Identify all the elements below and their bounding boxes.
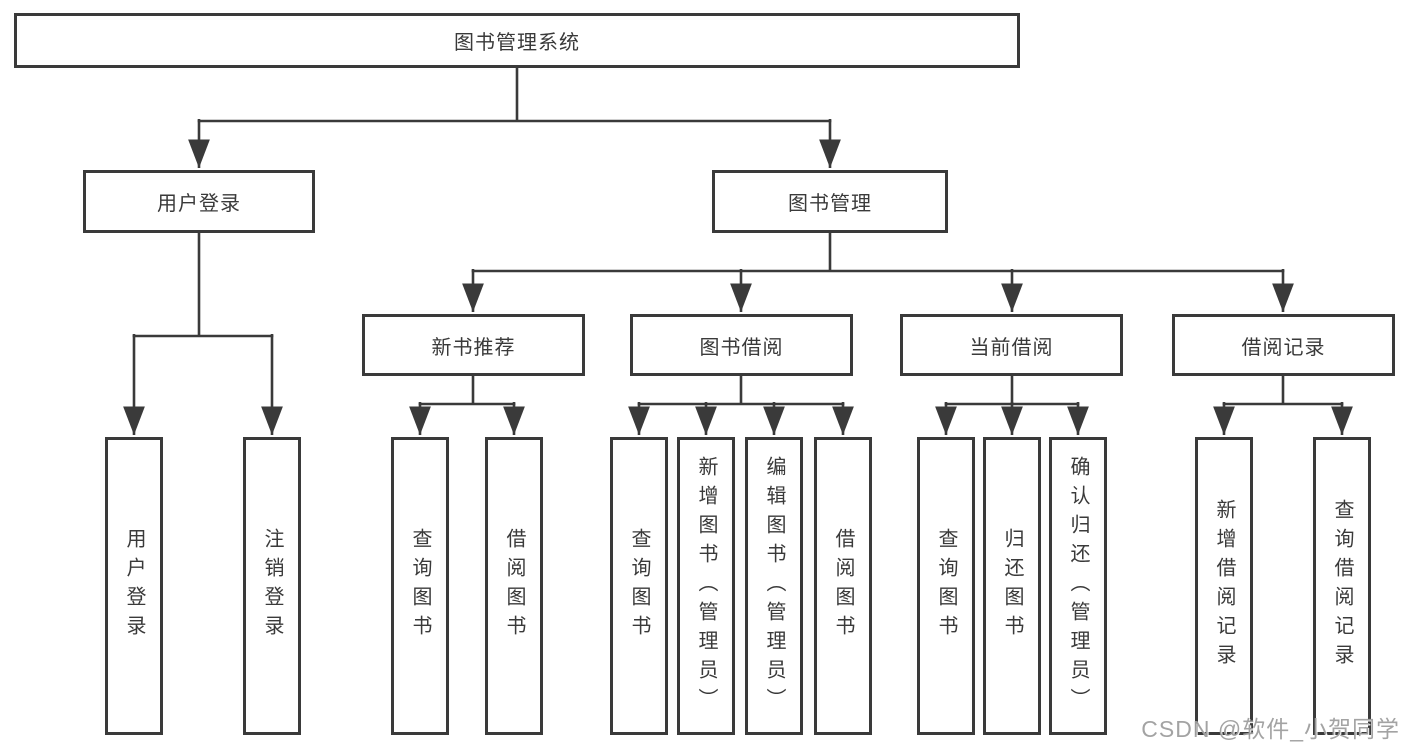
node-leaf-user-login: 用户登录 [105, 437, 163, 735]
connector-book-borrow-children [628, 376, 854, 435]
node-label: 注销登录 [261, 528, 283, 644]
node-label: 新增图书（管理员） [695, 455, 717, 717]
node-label: 用户登录 [157, 193, 241, 215]
node-label: 查询图书 [628, 528, 650, 644]
node-label: 借阅记录 [1241, 336, 1326, 359]
node-label: 借阅图书 [503, 528, 525, 644]
node-leaf-query-books-2: 查询图书 [610, 437, 668, 735]
node-label: 归还图书 [1001, 528, 1023, 644]
connector-new-books-children [409, 376, 525, 435]
node-label: 查询图书 [409, 528, 431, 644]
node-leaf-add-borrow-record: 新增借阅记录 [1195, 437, 1253, 735]
node-root-library-system: 图书管理系统 [14, 13, 1020, 68]
node-leaf-logout: 注销登录 [243, 437, 301, 735]
node-label: 当前借阅 [969, 336, 1054, 359]
node-book-borrow: 图书借阅 [630, 314, 853, 376]
node-leaf-borrow-books-1: 借阅图书 [485, 437, 543, 735]
node-label: 用户登录 [123, 528, 145, 644]
node-leaf-query-books-3: 查询图书 [917, 437, 975, 735]
connector-root-to-level2 [188, 68, 841, 168]
node-label: 查询图书 [935, 528, 957, 644]
connector-current-borrow-children [935, 376, 1089, 435]
node-label: 图书管理系统 [454, 32, 580, 54]
node-leaf-borrow-books-2: 借阅图书 [814, 437, 872, 735]
node-leaf-edit-books-admin: 编辑图书（管理员） [745, 437, 803, 735]
node-leaf-query-books-1: 查询图书 [391, 437, 449, 735]
node-leaf-add-books-admin: 新增图书（管理员） [677, 437, 735, 735]
csdn-watermark: CSDN @软件_小贺同学 [1141, 716, 1400, 742]
connector-book-mgmt-to-level3 [462, 233, 1294, 312]
node-leaf-query-borrow-record: 查询借阅记录 [1313, 437, 1371, 735]
node-leaf-return-books: 归还图书 [983, 437, 1041, 735]
node-label: 图书借阅 [699, 336, 784, 359]
node-label: 新增借阅记录 [1213, 499, 1235, 673]
node-book-management: 图书管理 [712, 170, 948, 233]
node-label: 查询借阅记录 [1331, 499, 1353, 673]
node-label: 借阅图书 [832, 528, 854, 644]
node-leaf-confirm-return-admin: 确认归还（管理员） [1049, 437, 1107, 735]
node-label: 图书管理 [788, 193, 872, 215]
connector-user-login-children [123, 233, 283, 435]
node-user-login: 用户登录 [83, 170, 315, 233]
node-label: 编辑图书（管理员） [763, 455, 785, 717]
node-new-book-recommend: 新书推荐 [362, 314, 585, 376]
connector-borrow-records-children [1213, 376, 1353, 435]
node-borrow-records: 借阅记录 [1172, 314, 1395, 376]
node-label: 新书推荐 [431, 336, 516, 359]
node-current-borrow: 当前借阅 [900, 314, 1123, 376]
node-label: 确认归还（管理员） [1067, 455, 1089, 717]
